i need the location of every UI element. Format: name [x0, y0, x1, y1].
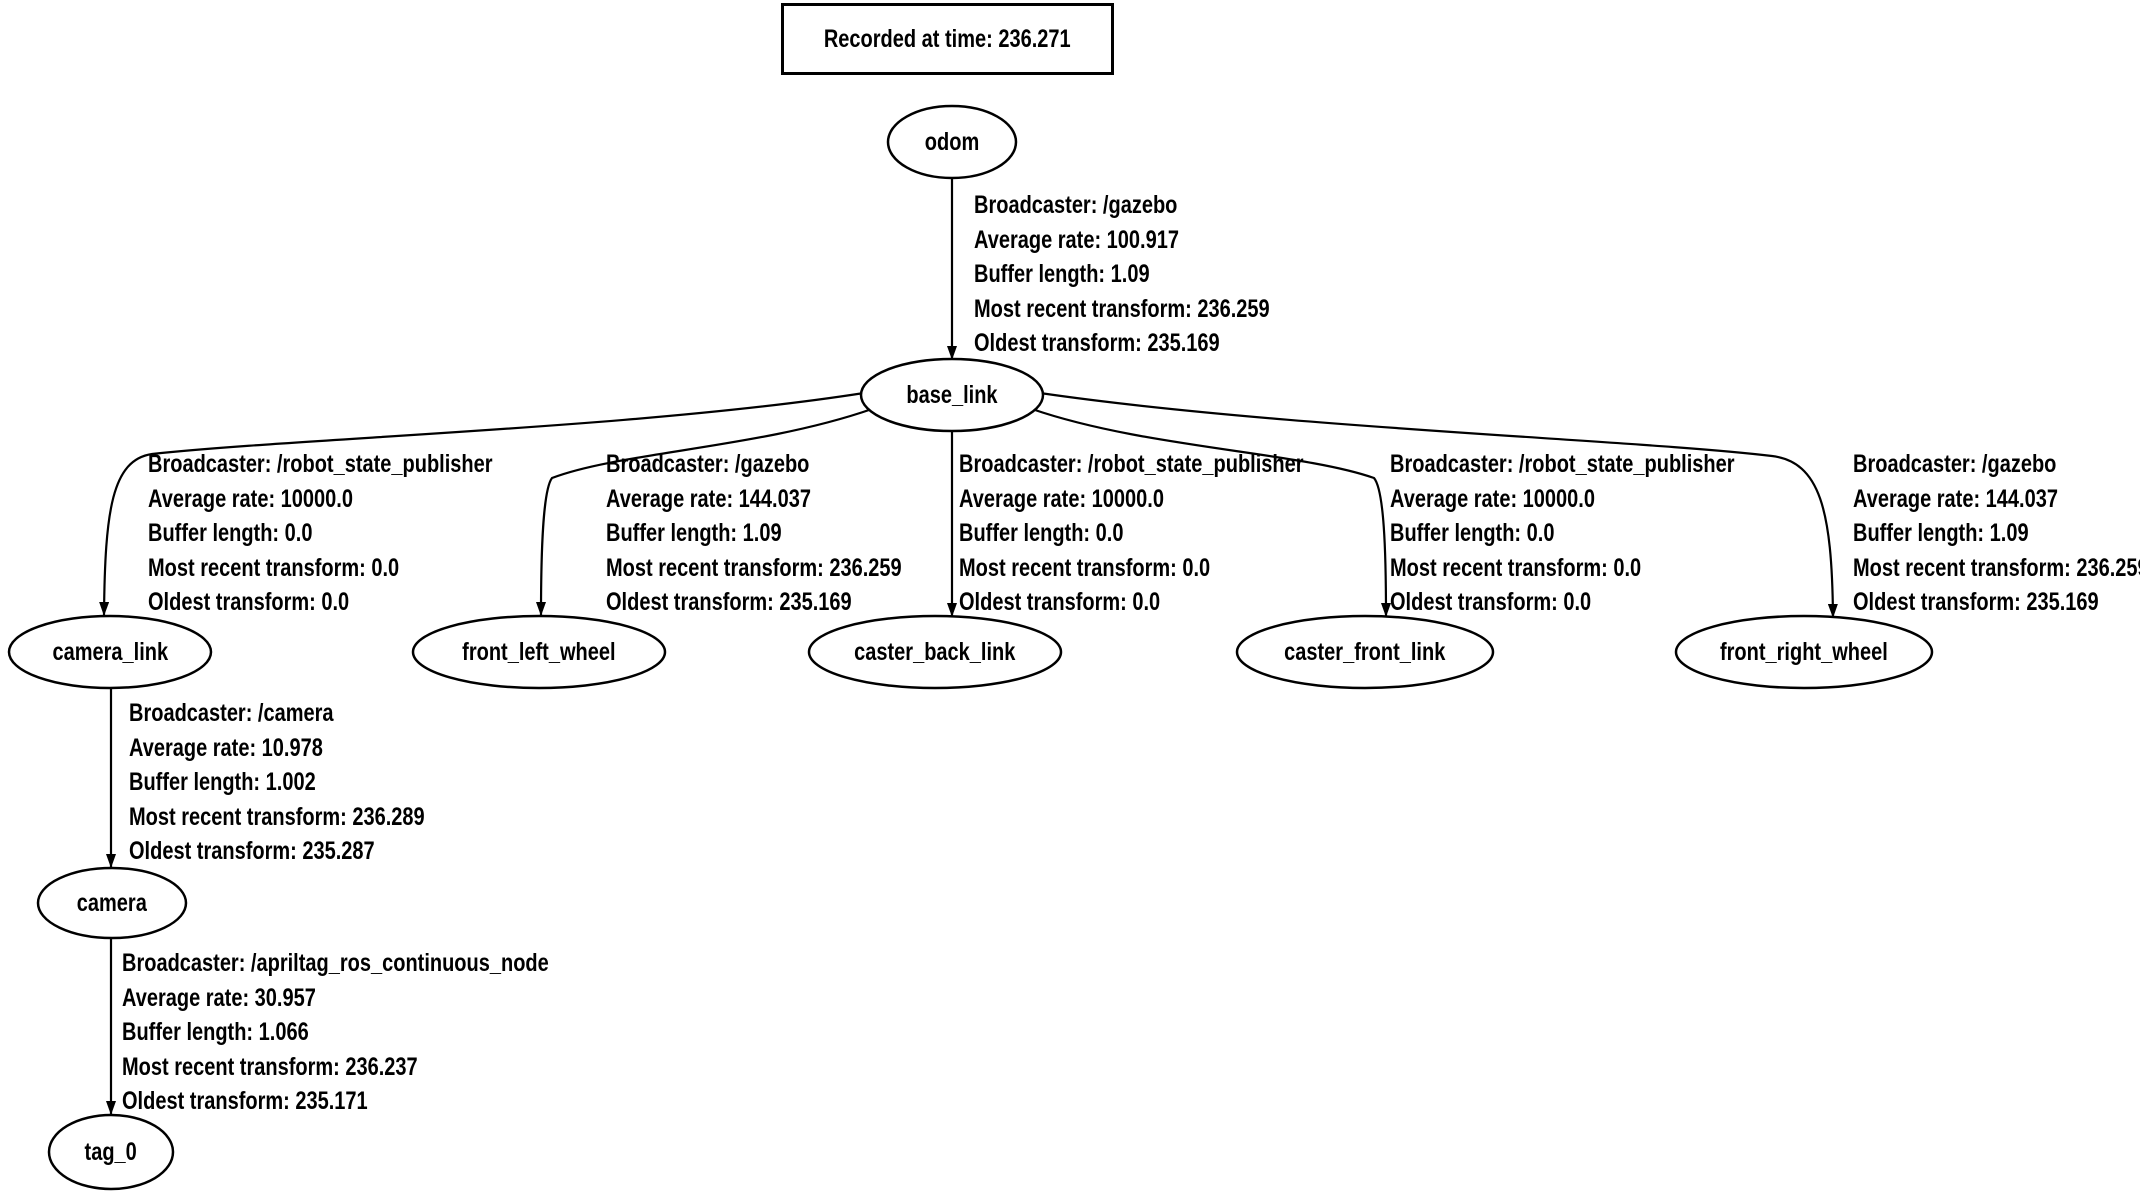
edge-base_link-front_left_wheel [536, 407, 873, 616]
edge-label-line: Average rate: 10.978 [129, 733, 323, 762]
edge-label-line: Broadcaster: /camera [129, 699, 334, 727]
edge-label-base_link-camera_link: Broadcaster: /robot_state_publisher Aver… [148, 447, 493, 620]
edge-label-odom-base_link: Broadcaster: /gazebo Average rate: 100.9… [974, 188, 1270, 361]
node-base_link-ellipse [859, 357, 1045, 433]
edge-label-line: Oldest transform: 235.287 [129, 837, 375, 865]
edge-label-line: Oldest transform: 0.0 [959, 588, 1161, 616]
edge-label-line: Average rate: 144.037 [1853, 484, 2058, 513]
edge-label-line: Average rate: 10000.0 [148, 484, 353, 513]
edge-label-line: Broadcaster: /robot_state_publisher [148, 450, 493, 478]
edge-label-line: Oldest transform: 235.169 [606, 588, 852, 616]
edge-label-line: Broadcaster: /gazebo [606, 450, 810, 478]
edge-base_link-camera_link [99, 391, 865, 616]
recorded-time-box: Recorded at time: 236.271 [781, 3, 1114, 75]
edge-label-line: Most recent transform: 236.259 [606, 553, 902, 582]
edge-label-line: Average rate: 30.957 [122, 983, 316, 1012]
edge-label-base_link-front_right_wheel: Broadcaster: /gazebo Average rate: 144.0… [1853, 447, 2140, 620]
node-front_left_wheel-ellipse [411, 614, 667, 690]
edge-label-line: Broadcaster: /gazebo [1853, 450, 2057, 478]
edge-label-line: Buffer length: 1.09 [1853, 519, 2029, 547]
edge-base_link-caster_front_link [1031, 407, 1391, 617]
edge-label-line: Buffer length: 0.0 [148, 519, 313, 547]
edge-label-line: Oldest transform: 235.171 [122, 1087, 368, 1115]
edge-label-camera_link-camera: Broadcaster: /camera Average rate: 10.97… [129, 696, 425, 869]
edge-label-base_link-caster_back_link: Broadcaster: /robot_state_publisher Aver… [959, 447, 1304, 620]
node-odom-ellipse [886, 104, 1018, 180]
edge-label-line: Broadcaster: /robot_state_publisher [959, 450, 1304, 478]
edge-label-line: Buffer length: 1.066 [122, 1018, 309, 1046]
edge-label-line: Broadcaster: /robot_state_publisher [1390, 450, 1735, 478]
edge-label-line: Broadcaster: /apriltag_ros_continuous_no… [122, 949, 549, 977]
edge-label-line: Buffer length: 1.09 [606, 519, 782, 547]
node-tag_0-ellipse [47, 1113, 175, 1191]
recorded-time-text: Recorded at time: 236.271 [824, 24, 1071, 53]
edge-label-line: Broadcaster: /gazebo [974, 191, 1178, 219]
node-camera-ellipse [36, 866, 188, 940]
edge-label-line: Most recent transform: 236.289 [129, 802, 425, 831]
node-camera_link-ellipse [7, 614, 213, 690]
edge-label-line: Buffer length: 0.0 [1390, 519, 1555, 547]
edge-label-line: Average rate: 144.037 [606, 484, 811, 513]
edge-label-line: Buffer length: 1.09 [974, 260, 1150, 288]
edge-label-line: Most recent transform: 236.237 [122, 1052, 418, 1081]
edge-label-line: Most recent transform: 0.0 [1390, 553, 1642, 582]
edge-label-base_link-caster_front_link: Broadcaster: /robot_state_publisher Aver… [1390, 447, 1735, 620]
edge-label-line: Most recent transform: 0.0 [148, 553, 400, 582]
edge-label-line: Buffer length: 0.0 [959, 519, 1124, 547]
node-front_right_wheel-ellipse [1674, 614, 1934, 690]
edge-label-line: Most recent transform: 236.259 [1853, 553, 2140, 582]
edge-base_link-front_right_wheel [1039, 391, 1838, 618]
edge-label-line: Buffer length: 1.002 [129, 768, 316, 796]
edge-label-line: Oldest transform: 235.169 [1853, 588, 2099, 616]
edge-label-line: Average rate: 10000.0 [959, 484, 1164, 513]
edge-label-line: Most recent transform: 0.0 [959, 553, 1211, 582]
edge-label-line: Oldest transform: 235.169 [974, 329, 1220, 357]
edge-label-base_link-front_left_wheel: Broadcaster: /gazebo Average rate: 144.0… [606, 447, 902, 620]
edge-label-line: Oldest transform: 0.0 [1390, 588, 1592, 616]
edge-label-line: Average rate: 10000.0 [1390, 484, 1595, 513]
edge-label-line: Average rate: 100.917 [974, 225, 1179, 254]
edge-label-line: Most recent transform: 236.259 [974, 294, 1270, 323]
node-caster_front_link-ellipse [1235, 614, 1495, 690]
edge-label-line: Oldest transform: 0.0 [148, 588, 350, 616]
node-caster_back_link-ellipse [807, 614, 1063, 690]
edge-label-camera-tag_0: Broadcaster: /apriltag_ros_continuous_no… [122, 946, 549, 1119]
